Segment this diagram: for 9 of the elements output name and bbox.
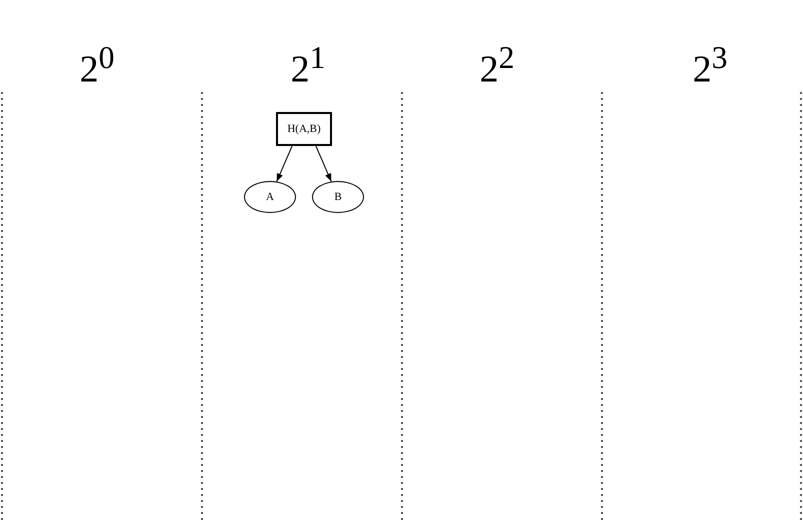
column-heading: 2$^{3}$ (692, 39, 728, 92)
leaf-ellipse: B (312, 181, 364, 213)
column-heading: 2$^{1}$ (290, 39, 326, 92)
column-heading: 2$^{2}$ (480, 39, 514, 92)
hash-box: H(A,B) (276, 112, 332, 146)
column-heading: 2$^{0}$ (80, 39, 114, 92)
leaf-ellipse: A (244, 181, 296, 213)
arrow (315, 146, 332, 182)
arrow (276, 146, 293, 182)
